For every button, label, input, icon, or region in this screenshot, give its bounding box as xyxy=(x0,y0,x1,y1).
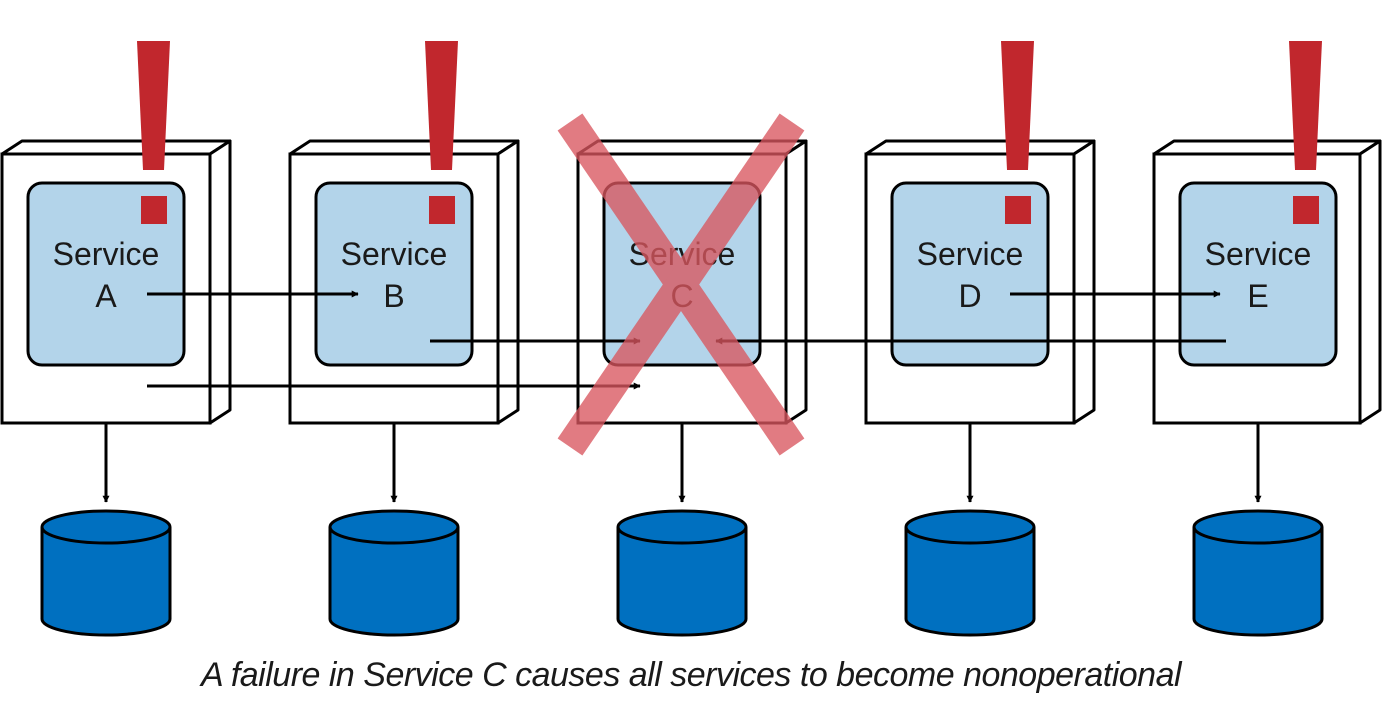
service-b-card xyxy=(314,181,474,367)
server-box-side xyxy=(208,139,232,425)
service-e-node: Service E xyxy=(1152,41,1382,637)
database-c xyxy=(616,509,748,637)
service-e-letter: E xyxy=(1247,278,1268,314)
exclamation-icon xyxy=(1289,41,1322,170)
database-a xyxy=(40,509,172,637)
server-box-side xyxy=(784,139,808,425)
service-b-node: Service B xyxy=(288,41,520,637)
warning-icon xyxy=(429,196,455,224)
service-a-card xyxy=(26,181,186,367)
server-box-top xyxy=(288,139,520,156)
service-d-label: Service xyxy=(917,236,1024,272)
database-b xyxy=(328,509,460,637)
server-box-top xyxy=(1152,139,1382,156)
warning-icon xyxy=(1293,196,1319,224)
server-box-top xyxy=(864,139,1096,156)
server-box-top xyxy=(0,139,232,156)
server-box-side xyxy=(496,139,520,425)
service-d-node: Service D xyxy=(864,41,1096,637)
service-d-card xyxy=(890,181,1050,367)
service-a-letter: A xyxy=(95,278,117,314)
service-b-letter: B xyxy=(383,278,404,314)
exclamation-icon xyxy=(1001,41,1034,170)
database-e xyxy=(1192,509,1324,637)
server-box-side xyxy=(1358,139,1382,425)
exclamation-icon xyxy=(137,41,170,170)
server-box-side xyxy=(1072,139,1096,425)
service-b-label: Service xyxy=(341,236,448,272)
database-d xyxy=(904,509,1036,637)
service-d-letter: D xyxy=(958,278,981,314)
exclamation-icon xyxy=(425,41,458,170)
service-call-arrows xyxy=(147,290,1226,390)
service-e-label: Service xyxy=(1205,236,1312,272)
failure-cross-icon xyxy=(557,113,805,456)
warning-icon xyxy=(141,196,167,224)
service-a-label: Service xyxy=(53,236,160,272)
service-e-card xyxy=(1178,181,1338,367)
warning-icon xyxy=(1005,196,1031,224)
diagram-caption: A failure in Service C causes all servic… xyxy=(200,656,1182,694)
service-a-node: Service A xyxy=(0,41,232,637)
